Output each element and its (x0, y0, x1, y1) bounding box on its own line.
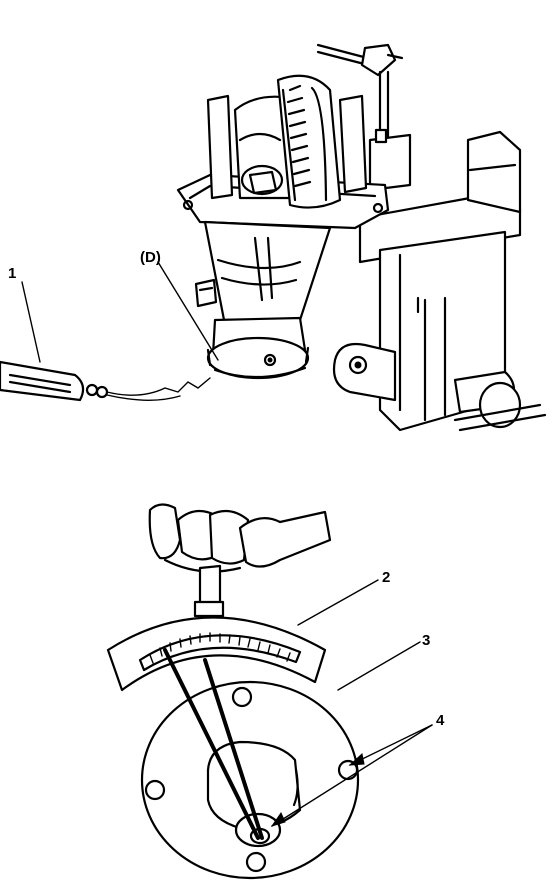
leader-line-1 (21, 281, 41, 363)
bottom-illustration (106, 503, 433, 880)
leader-line-2 (297, 579, 379, 626)
leader-line-d (157, 261, 219, 361)
bench-vise (332, 130, 547, 432)
arrowhead-4b (270, 811, 286, 827)
gauge-pointer-a (163, 648, 260, 840)
callout-label-3: 3 (422, 632, 430, 649)
leader-line-4a (349, 724, 433, 766)
clamp-rod (316, 43, 412, 192)
callout-label-2: 2 (382, 569, 390, 586)
callout-label-4: 4 (436, 712, 445, 729)
arrowhead-4a (348, 753, 365, 766)
callout-label-1: 1 (8, 265, 16, 282)
gauge-dial (106, 600, 327, 692)
leader-line-4b (271, 724, 433, 827)
pinion-nose (194, 220, 332, 327)
leader-line-3 (337, 641, 421, 691)
top-illustration (0, 43, 547, 432)
ring-gear (276, 74, 342, 209)
spring-scale (0, 360, 211, 402)
gauge-pointer-b (203, 658, 264, 840)
hand (148, 503, 332, 573)
callout-label-d: (D) (140, 249, 161, 266)
pinion-flange (206, 316, 310, 380)
